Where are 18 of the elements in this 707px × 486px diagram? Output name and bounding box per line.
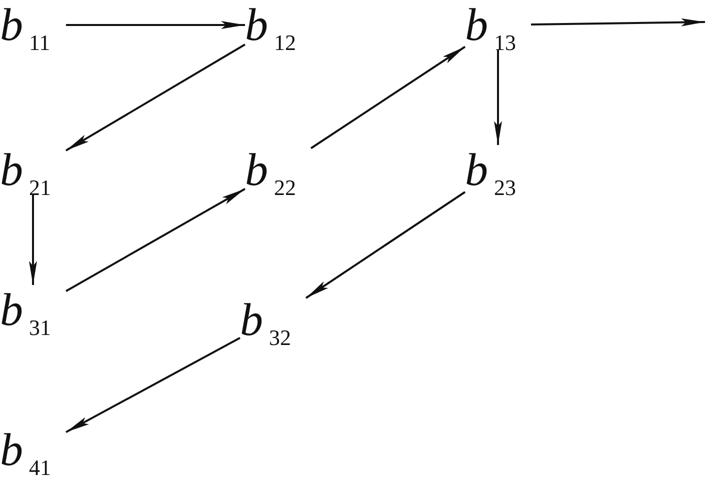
- matrix-element: b$_{32}$: [240, 297, 291, 343]
- matrix-element: b$_{31}$: [0, 287, 51, 333]
- arrow: [305, 191, 466, 299]
- arrow: [530, 18, 706, 26]
- matrix-element: b$_{23}$: [465, 147, 516, 193]
- matrix-element: b$_{11}$: [0, 2, 50, 48]
- arrow: [310, 46, 466, 150]
- arrow: [66, 188, 246, 292]
- arrow: [29, 195, 37, 285]
- matrix-element: b$_{41}$: [0, 427, 51, 473]
- arrow: [66, 337, 240, 433]
- matrix-element: b$_{22}$: [245, 147, 296, 193]
- matrix-element: b$_{12}$: [245, 2, 296, 48]
- arrow: [66, 44, 246, 152]
- matrix-element: b$_{13}$: [465, 2, 516, 48]
- matrix-element: b$_{21}$: [0, 147, 51, 193]
- arrow: [66, 21, 245, 29]
- arrow: [494, 50, 502, 145]
